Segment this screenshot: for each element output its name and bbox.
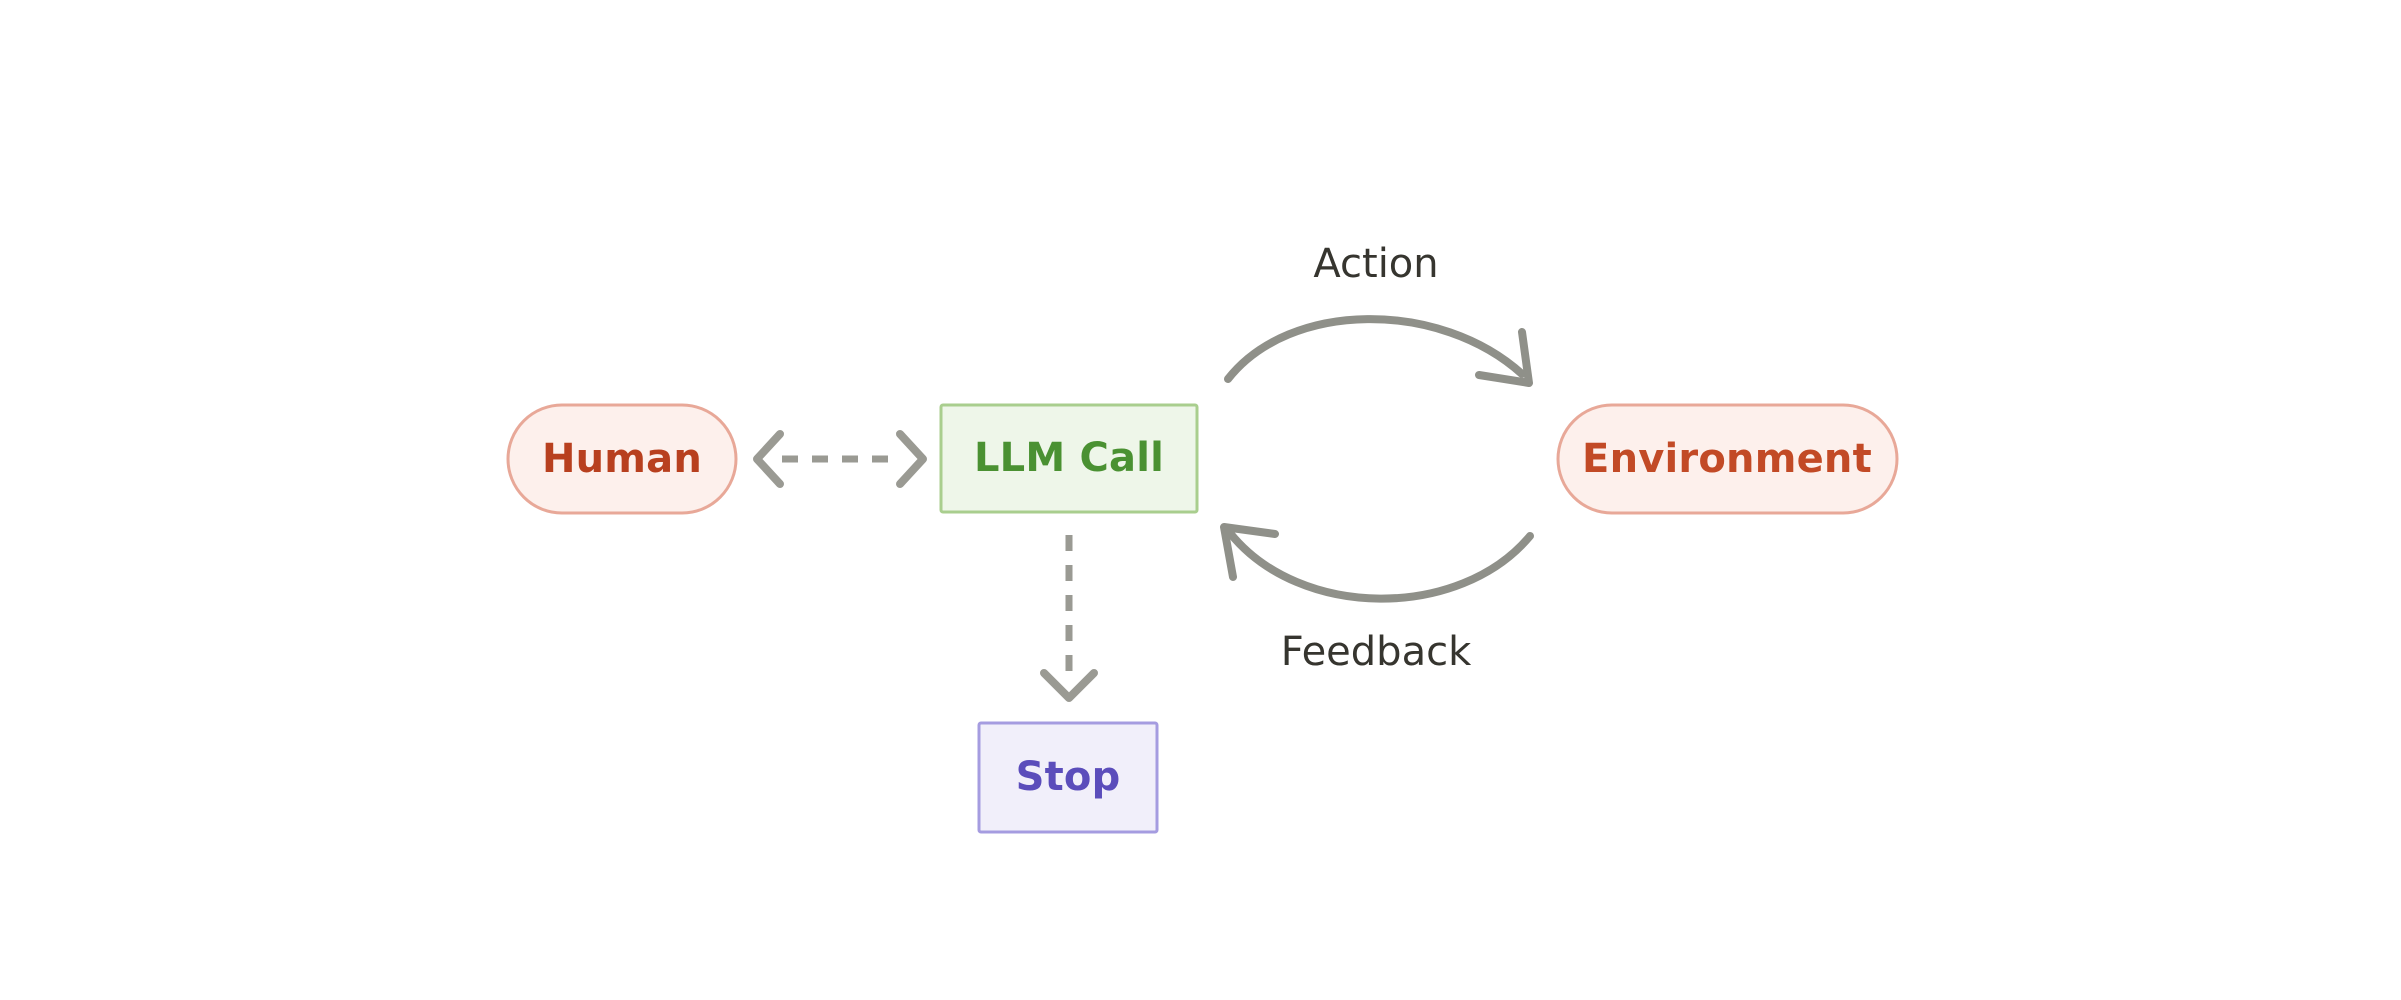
llm-call-shape[interactable] <box>939 403 1199 514</box>
llm-call-label: LLM Call <box>974 435 1164 481</box>
action-label: Action <box>1313 241 1438 287</box>
feedback-curve <box>1226 529 1534 603</box>
action-arrowhead-icon <box>1475 328 1533 387</box>
stop-label: Stop <box>1016 754 1121 800</box>
edge-action: Action <box>1224 241 1533 387</box>
node-environment[interactable]: Environment <box>1556 403 1899 515</box>
environment-label: Environment <box>1582 436 1872 482</box>
human-label: Human <box>542 436 702 482</box>
action-curve <box>1224 315 1526 383</box>
human-shape[interactable] <box>506 403 738 515</box>
human-llm-arrowhead-left-icon <box>753 430 784 488</box>
edge-llm-stop <box>1040 535 1098 702</box>
feedback-arrowhead-icon <box>1220 523 1279 581</box>
human-llm-arrowhead-right-icon <box>896 430 927 488</box>
llm-stop-arrowhead-down-icon <box>1040 669 1098 702</box>
node-human[interactable]: Human <box>506 403 738 515</box>
node-stop[interactable]: Stop <box>977 721 1159 834</box>
node-llm-call[interactable]: LLM Call <box>939 403 1199 514</box>
environment-shape[interactable] <box>1556 403 1899 515</box>
feedback-label: Feedback <box>1281 629 1472 675</box>
edge-human-llm <box>753 430 927 488</box>
edge-feedback: Feedback <box>1220 523 1534 675</box>
stop-shape[interactable] <box>977 721 1159 834</box>
